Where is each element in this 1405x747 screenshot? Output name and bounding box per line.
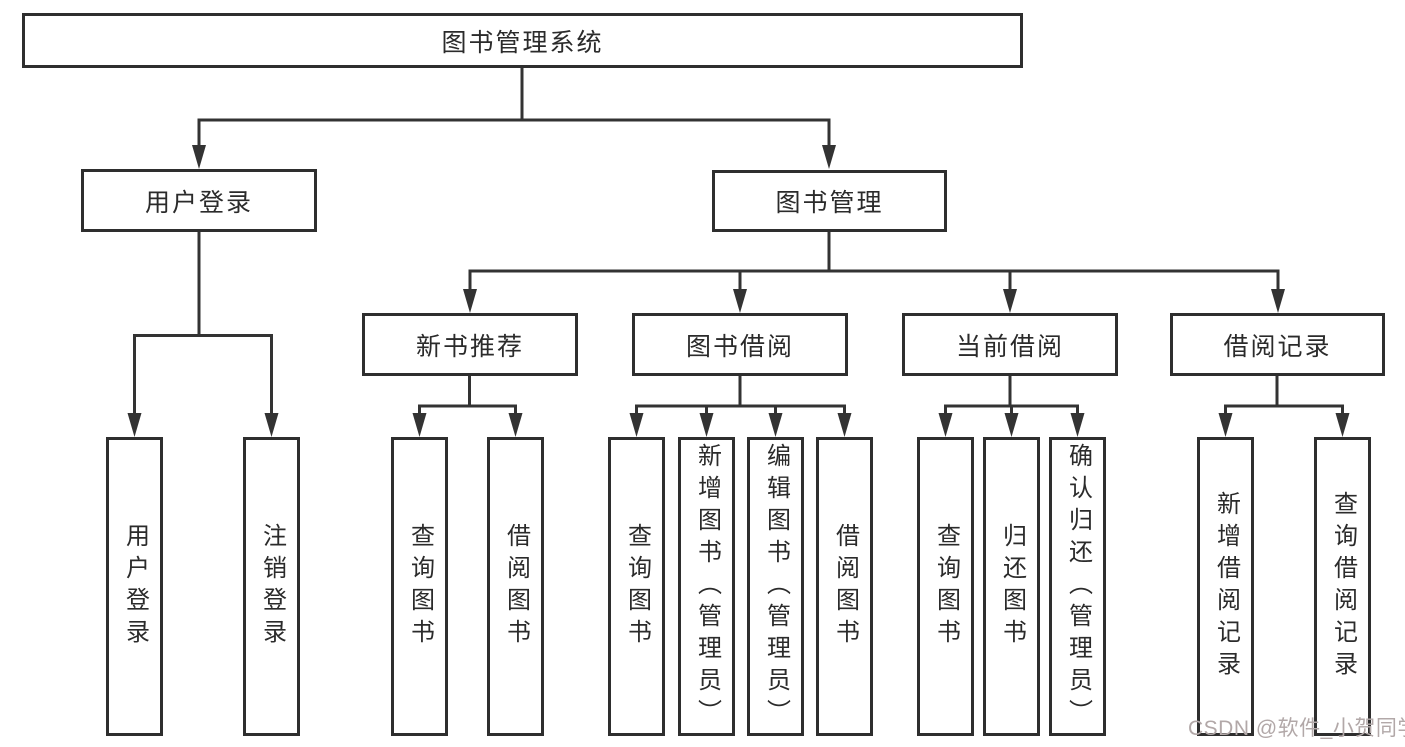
- leaf-borrow-borrow-books: 借阅图书: [816, 437, 873, 736]
- leaf-records-query-record: 查询借阅记录: [1314, 437, 1371, 736]
- leaf-recommend-borrow-books: 借阅图书: [487, 437, 544, 736]
- csdn-watermark: CSDN @软件_小贺同学: [1188, 717, 1405, 740]
- leaf-current-query-books: 查询图书: [917, 437, 974, 736]
- leaf-logout: 注销登录: [243, 437, 300, 736]
- node-borrow-records: 借阅记录: [1170, 313, 1385, 376]
- node-new-book-recommend: 新书推荐: [362, 313, 578, 376]
- node-book-management: 图书管理: [712, 170, 947, 232]
- leaf-borrow-query-books: 查询图书: [608, 437, 665, 736]
- node-user-login: 用户登录: [81, 169, 317, 232]
- leaf-user-login: 用户登录: [106, 437, 163, 736]
- leaf-recommend-query-books: 查询图书: [391, 437, 448, 736]
- arrowheads: [127, 145, 1350, 437]
- leaf-current-confirm-return-admin: 确认归还（管理员）: [1049, 437, 1106, 736]
- leaf-borrow-edit-books-admin: 编辑图书（管理员）: [747, 437, 804, 736]
- leaf-records-add-record: 新增借阅记录: [1197, 437, 1254, 736]
- node-book-borrow: 图书借阅: [632, 313, 848, 376]
- leaf-current-return-books: 归还图书: [983, 437, 1040, 736]
- node-root: 图书管理系统: [22, 13, 1023, 68]
- leaf-borrow-add-books-admin: 新增图书（管理员）: [678, 437, 735, 736]
- node-current-borrow: 当前借阅: [902, 313, 1118, 376]
